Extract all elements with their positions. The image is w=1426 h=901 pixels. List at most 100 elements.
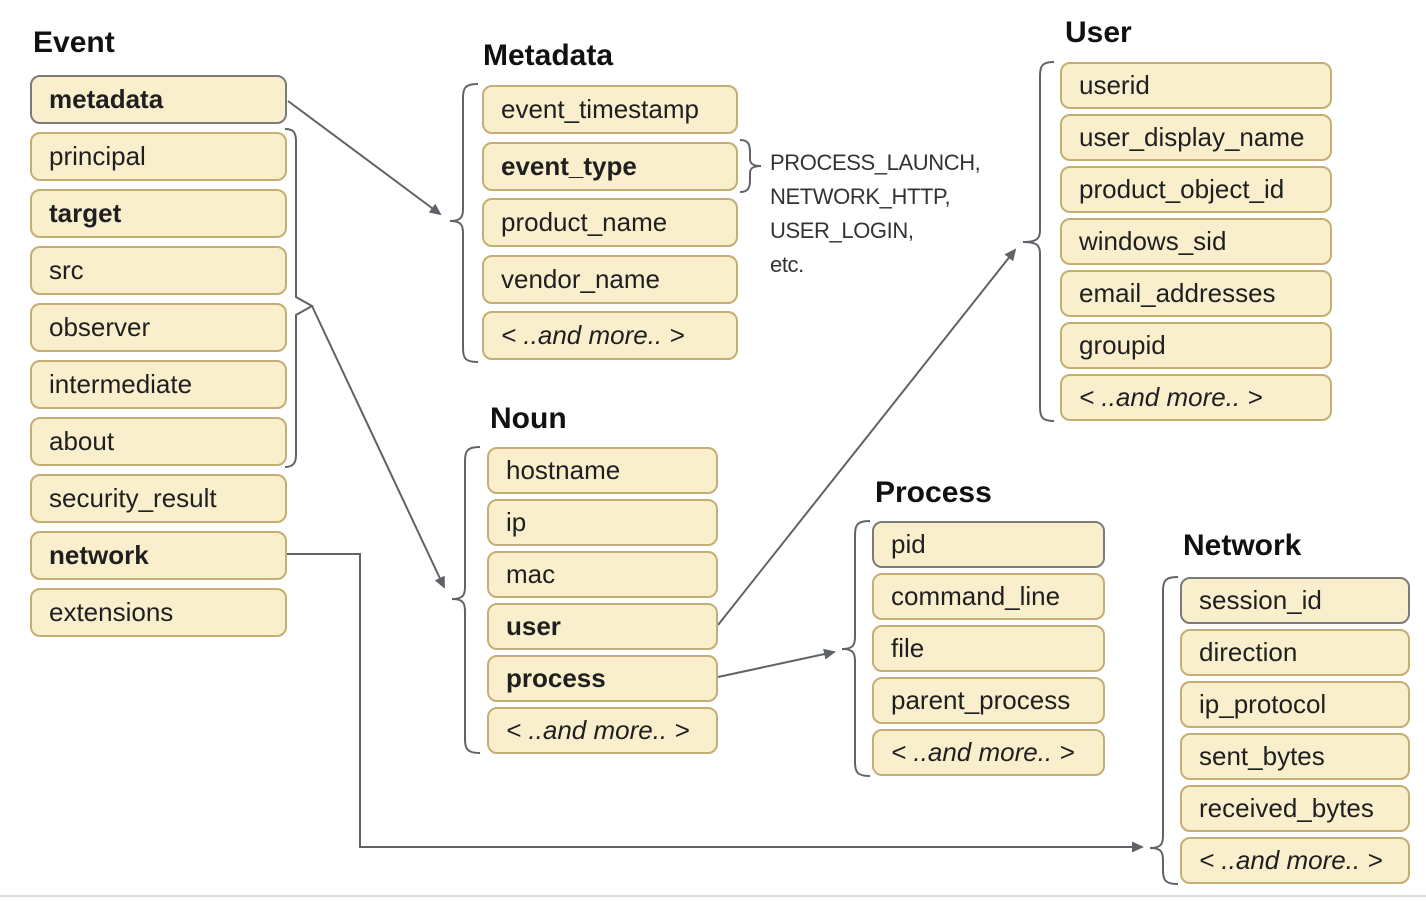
field-label: < ..and more.. > xyxy=(1199,845,1383,875)
field-box-user: user xyxy=(487,603,718,650)
field-box-vendor_name: vendor_name xyxy=(482,254,738,304)
field-label: userid xyxy=(1079,70,1150,100)
field-label: network xyxy=(49,540,149,570)
field-box-product_name: product_name xyxy=(482,198,738,247)
field-box-direction: direction xyxy=(1180,629,1410,676)
group-event-fields: metadata principal target src observer interm… xyxy=(30,75,287,637)
field-box-network: network xyxy=(30,531,287,580)
brace-user-group xyxy=(1022,61,1055,422)
field-label: ip_protocol xyxy=(1199,689,1327,719)
field-box-mac: mac xyxy=(487,551,718,598)
field-label: received_bytes xyxy=(1199,793,1374,823)
field-label: intermediate xyxy=(49,369,193,399)
field-box-event_type: event_type xyxy=(482,141,738,191)
page-bottom-divider xyxy=(0,895,1426,897)
field-box-andmore: < ..and more.. > xyxy=(482,311,738,360)
field-box-andmore: < ..and more.. > xyxy=(487,707,718,754)
field-label: hostname xyxy=(506,455,621,485)
field-box-received_bytes: received_bytes xyxy=(1180,785,1410,832)
arrow-process-to-process-group xyxy=(717,648,836,678)
field-box-extensions: extensions xyxy=(30,588,287,637)
field-box-principal: principal xyxy=(30,132,287,181)
field-box-andmore: < ..and more.. > xyxy=(872,729,1105,776)
field-label: metadata xyxy=(49,84,164,114)
field-label: target xyxy=(49,198,122,228)
field-label: product_name xyxy=(501,207,668,237)
brace-event-type-values xyxy=(739,139,762,193)
brace-network-group xyxy=(1149,576,1179,885)
brace-process-group xyxy=(841,520,871,777)
field-box-userid: userid xyxy=(1060,62,1332,109)
field-box-windows_sid: windows_sid xyxy=(1060,218,1332,265)
field-box-target: target xyxy=(30,189,287,238)
field-label: pid xyxy=(891,529,926,559)
group-noun-fields: hostname ip mac user process < ..and more.. > xyxy=(487,447,718,754)
field-box-src: src xyxy=(30,246,287,295)
field-label: src xyxy=(49,255,84,285)
field-box-observer: observer xyxy=(30,303,287,352)
field-box-ip: ip xyxy=(487,499,718,546)
field-box-security_result: security_result xyxy=(30,474,287,523)
field-box-metadata: metadata xyxy=(30,75,287,124)
field-label: user_display_name xyxy=(1079,122,1305,152)
field-label: < ..and more.. > xyxy=(501,320,685,350)
annotation-line: NETWORK_HTTP, xyxy=(770,184,951,209)
field-label: event_type xyxy=(501,150,637,181)
annotation-line: etc. xyxy=(770,252,804,277)
field-label: < ..and more.. > xyxy=(1079,382,1263,412)
group-user: User userid user_display_name product_obje… xyxy=(1060,18,1332,421)
arrow-user-to-user-group xyxy=(717,248,1017,626)
field-label: file xyxy=(891,633,925,663)
field-label: < ..and more.. > xyxy=(506,715,690,745)
brace-metadata-group xyxy=(449,83,479,363)
field-label: observer xyxy=(49,312,151,342)
field-label: about xyxy=(49,426,115,456)
field-label: ip xyxy=(506,507,527,537)
field-box-email_addresses: email_addresses xyxy=(1060,270,1332,317)
field-box-andmore: < ..and more.. > xyxy=(1060,374,1332,421)
arrow-network-to-network-group xyxy=(287,553,1144,853)
field-label: < ..and more.. > xyxy=(891,737,1075,767)
group-title-process: Process xyxy=(875,476,992,509)
group-title-event: Event xyxy=(33,26,115,59)
field-box-product_object_id: product_object_id xyxy=(1060,166,1332,213)
field-box-process: process xyxy=(487,655,718,702)
field-box-file: file xyxy=(872,625,1105,672)
field-label: product_object_id xyxy=(1079,174,1285,204)
group-title-network: Network xyxy=(1183,529,1302,562)
group-user-fields: userid user_display_name product_object_id… xyxy=(1060,62,1332,421)
field-box-parent_process: parent_process xyxy=(872,677,1105,724)
field-label: process xyxy=(506,663,606,693)
field-label: extensions xyxy=(49,597,174,627)
annotation-line: PROCESS_LAUNCH, xyxy=(770,150,981,175)
field-label: mac xyxy=(506,559,556,589)
arrow-event-nouns-to-noun-group xyxy=(311,305,445,589)
field-label: vendor_name xyxy=(501,263,660,294)
field-box-andmore: < ..and more.. > xyxy=(1180,837,1410,884)
group-noun: Noun hostname ip mac user process < ..and mor… xyxy=(487,404,718,754)
group-title-user: User xyxy=(1065,16,1132,49)
field-label: direction xyxy=(1199,637,1298,667)
field-label: user xyxy=(506,611,561,641)
event-type-values-annotation: PROCESS_LAUNCH, NETWORK_HTTP, USER_LOGIN… xyxy=(770,146,981,282)
group-title-metadata: Metadata xyxy=(483,39,614,72)
field-label: event_timestamp xyxy=(501,94,699,124)
field-box-hostname: hostname xyxy=(487,447,718,494)
field-label: session_id xyxy=(1199,585,1322,615)
field-label: sent_bytes xyxy=(1199,741,1325,771)
field-box-pid: pid xyxy=(872,521,1105,568)
field-box-event_timestamp: event_timestamp xyxy=(482,85,738,134)
group-event: Event metadata principal target src observer… xyxy=(30,28,287,637)
brace-noun-group xyxy=(451,446,481,754)
annotation-line: USER_LOGIN, xyxy=(770,218,914,243)
field-label: parent_process xyxy=(891,685,1071,715)
group-title-noun: Noun xyxy=(490,402,567,435)
field-label: principal xyxy=(49,141,146,171)
field-box-ip_protocol: ip_protocol xyxy=(1180,681,1410,728)
